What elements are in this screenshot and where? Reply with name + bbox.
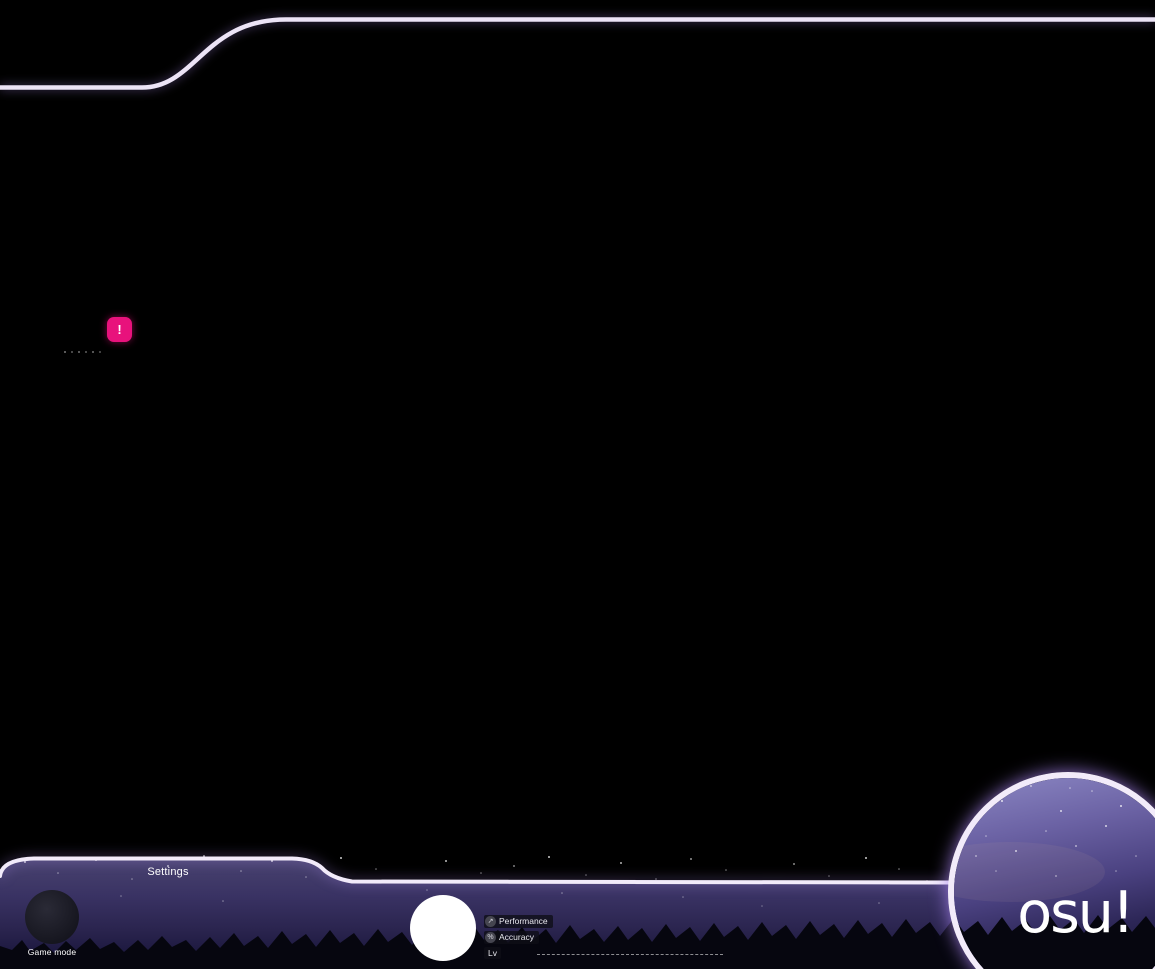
osu-logo-button[interactable]: osu! (948, 772, 1155, 969)
cookie-stars (975, 785, 1150, 877)
game-mode-label: Game mode (27, 947, 77, 957)
top-curve-line (0, 17, 1155, 90)
performance-arrow-icon: ↗ (485, 916, 496, 927)
horizon-glow (954, 842, 1105, 902)
level-progress-bar (537, 954, 723, 955)
performance-badge: ↗ Performance (484, 915, 553, 928)
cookie-background (954, 778, 1155, 969)
level-label: Lv (484, 947, 501, 959)
accuracy-percent-icon: % (485, 932, 496, 943)
profile-avatar[interactable] (25, 890, 79, 944)
osu-logo-text: osu! (1017, 880, 1135, 946)
performance-badge-label: Performance (499, 916, 548, 926)
notification-alert-button[interactable]: ! (107, 317, 132, 342)
settings-tab-label[interactable]: Settings (147, 866, 189, 878)
fine-print-marks (64, 351, 66, 353)
cookie-tree-silhouette (954, 915, 1155, 969)
user-avatar-circle[interactable] (410, 895, 476, 961)
top-curve-divider (0, 17, 1155, 90)
accuracy-badge: % Accuracy (484, 931, 539, 944)
accuracy-badge-label: Accuracy (499, 932, 534, 942)
exclamation-icon: ! (117, 322, 122, 337)
stars (24, 855, 928, 907)
